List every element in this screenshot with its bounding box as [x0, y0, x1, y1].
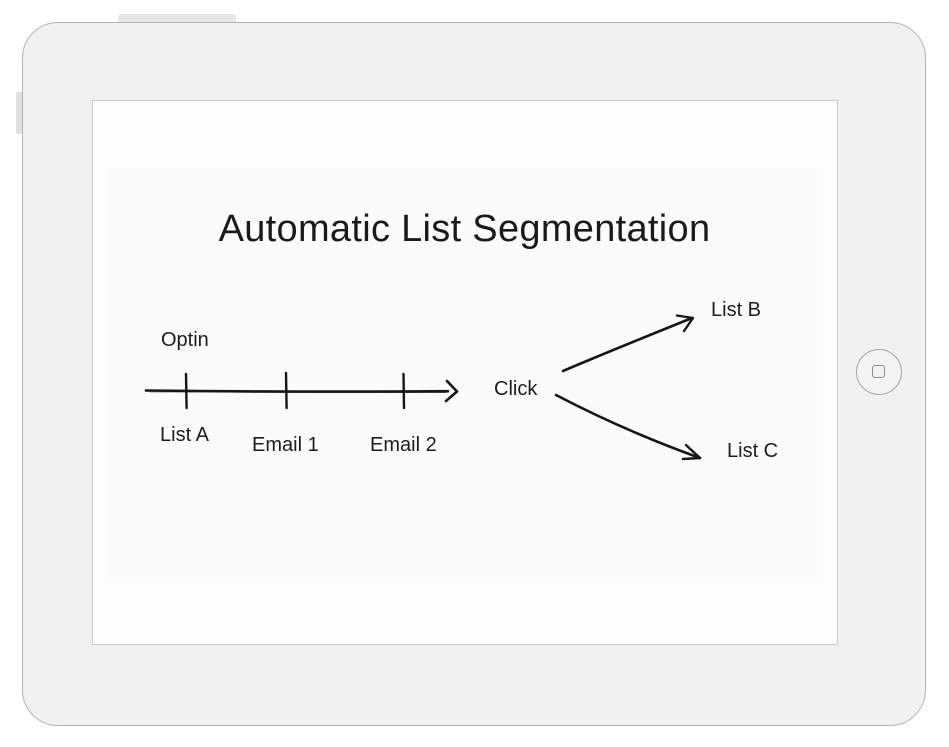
label-list-a: List A	[160, 424, 209, 446]
label-email-2: Email 2	[370, 434, 437, 456]
tablet-volume-button	[16, 92, 23, 134]
label-email-1: Email 1	[252, 434, 319, 456]
slide-area	[107, 167, 823, 579]
tablet-power-button	[118, 14, 236, 24]
label-click: Click	[494, 378, 538, 400]
label-optin: Optin	[161, 329, 209, 351]
home-button-icon	[872, 365, 885, 378]
home-button[interactable]	[856, 349, 902, 395]
label-list-c: List C	[727, 440, 779, 462]
tablet-screen	[92, 100, 838, 645]
label-list-b: List B	[711, 299, 762, 321]
slide-title: Automatic List Segmentation	[218, 208, 711, 250]
